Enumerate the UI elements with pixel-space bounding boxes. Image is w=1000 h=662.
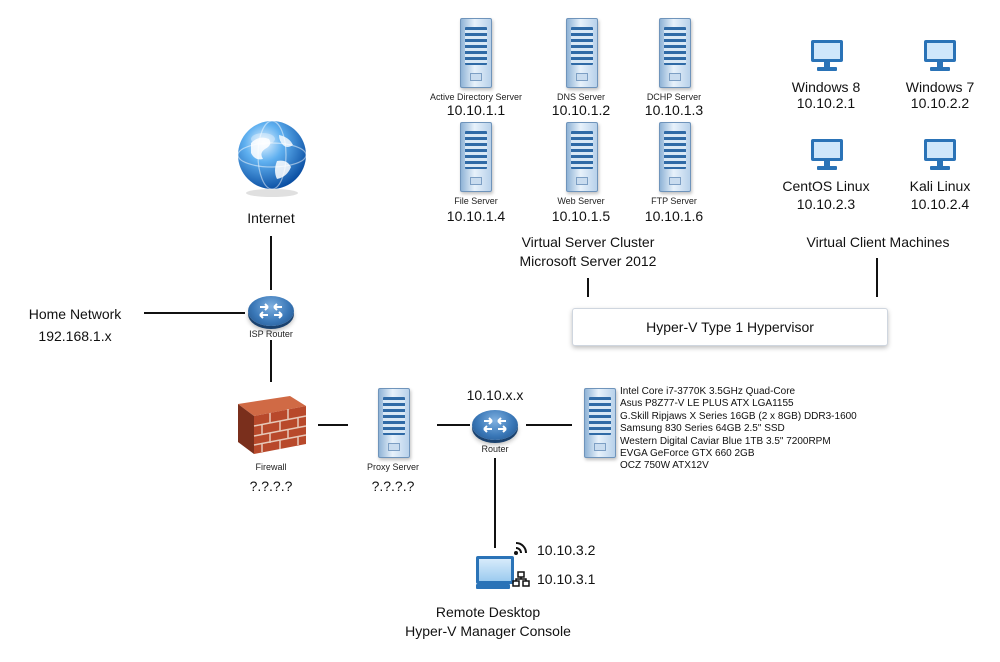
firewall-label: Firewall: [255, 462, 287, 472]
web-server-icon: [566, 122, 598, 192]
ftp-server-icon: [659, 122, 691, 192]
router-label: Router: [481, 444, 509, 454]
router-icon: [472, 410, 518, 440]
client-ip: 10.10.2.1: [796, 95, 856, 111]
server-ip: 10.10.1.1: [446, 102, 506, 118]
client-ip: 10.10.2.4: [910, 196, 970, 212]
firewall-icon: [238, 396, 307, 454]
spec-gpu: EVGA GeForce GTX 660 2GB: [620, 448, 755, 460]
dhcp-server-icon: [659, 18, 691, 88]
spec-cpu: Intel Core i7-3770K 3.5GHz Quad-Core: [620, 386, 796, 397]
server-ip: 10.10.1.3: [644, 102, 704, 118]
server-cluster-title: Virtual Server Cluster: [521, 234, 655, 250]
router-subnet: 10.10.x.x: [466, 387, 524, 403]
firewall-ip: ?.?.?.?: [249, 478, 293, 494]
monitor-icon: [811, 139, 843, 170]
monitor-icon: [811, 40, 843, 71]
server-label: DNS Server: [556, 92, 605, 102]
home-network-subnet: 192.168.1.x: [38, 328, 112, 344]
spec-memory: G.Skill Ripjaws X Series 16GB (2 x 8GB) …: [620, 410, 857, 422]
server-label: Web Server: [557, 196, 605, 206]
isp-router-label: ISP Router: [249, 329, 293, 339]
proxy-server-ip: ?.?.?.?: [371, 478, 415, 494]
server-label: FTP Server: [651, 196, 697, 206]
server-ip: 10.10.1.6: [644, 208, 704, 224]
proxy-server-icon: [378, 388, 410, 458]
server-cluster-subtitle: Microsoft Server 2012: [519, 253, 657, 269]
lan-ip: 10.10.3.1: [537, 571, 596, 587]
monitor-icon: [924, 139, 956, 170]
router-arrows-icon: [483, 417, 507, 433]
server-label: Active Directory Server: [429, 92, 523, 102]
spec-hdd: Western Digital Caviar Blue 1TB 3.5" 720…: [620, 435, 831, 447]
internet-label: Internet: [247, 210, 295, 226]
isp-router-icon: [248, 296, 294, 326]
server-label: DCHP Server: [646, 92, 702, 102]
wifi-ip: 10.10.3.2: [537, 542, 596, 558]
dns-server-icon: [566, 18, 598, 88]
hyperv-console-label: Hyper-V Manager Console: [405, 623, 571, 639]
globe-icon: [237, 120, 307, 197]
client-ip: 10.10.2.3: [796, 196, 856, 212]
spec-ssd: Samsung 830 Series 64GB 2.5" SSD: [620, 423, 785, 435]
server-ip: 10.10.1.5: [551, 208, 611, 224]
hypervisor-label: Hyper-V Type 1 Hypervisor: [646, 319, 814, 335]
server-ip: 10.10.1.4: [446, 208, 506, 224]
host-specs: Intel Core i7-3770K 3.5GHz Quad-Core Asu…: [620, 386, 857, 473]
laptop-icon: [474, 556, 514, 590]
hypervisor-box: Hyper-V Type 1 Hypervisor: [572, 308, 888, 346]
host-server-icon: [584, 388, 616, 458]
spec-motherboard: Asus P8Z77-V LE PLUS ATX LGA1155: [620, 398, 794, 410]
file-server-icon: [460, 122, 492, 192]
home-network-label: Home Network: [28, 306, 122, 322]
client-ip: 10.10.2.2: [910, 95, 970, 111]
spec-psu: OCZ 750W ATX12V: [620, 460, 709, 472]
proxy-server-label: Proxy Server: [366, 462, 419, 472]
client-label: CentOS Linux: [782, 178, 870, 194]
monitor-icon: [924, 40, 956, 71]
client-label: Kali Linux: [909, 178, 971, 194]
remote-desktop-label: Remote Desktop: [435, 604, 541, 620]
client-group-label: Virtual Client Machines: [806, 234, 950, 250]
wifi-icon: [514, 542, 527, 555]
client-label: Windows 8: [791, 79, 861, 95]
server-ip: 10.10.1.2: [551, 102, 611, 118]
router-arrows-icon: [259, 303, 283, 319]
server-label: File Server: [454, 196, 498, 206]
wired-network-icon: [512, 571, 530, 587]
client-label: Windows 7: [905, 79, 975, 95]
active-directory-server-icon: [460, 18, 492, 88]
